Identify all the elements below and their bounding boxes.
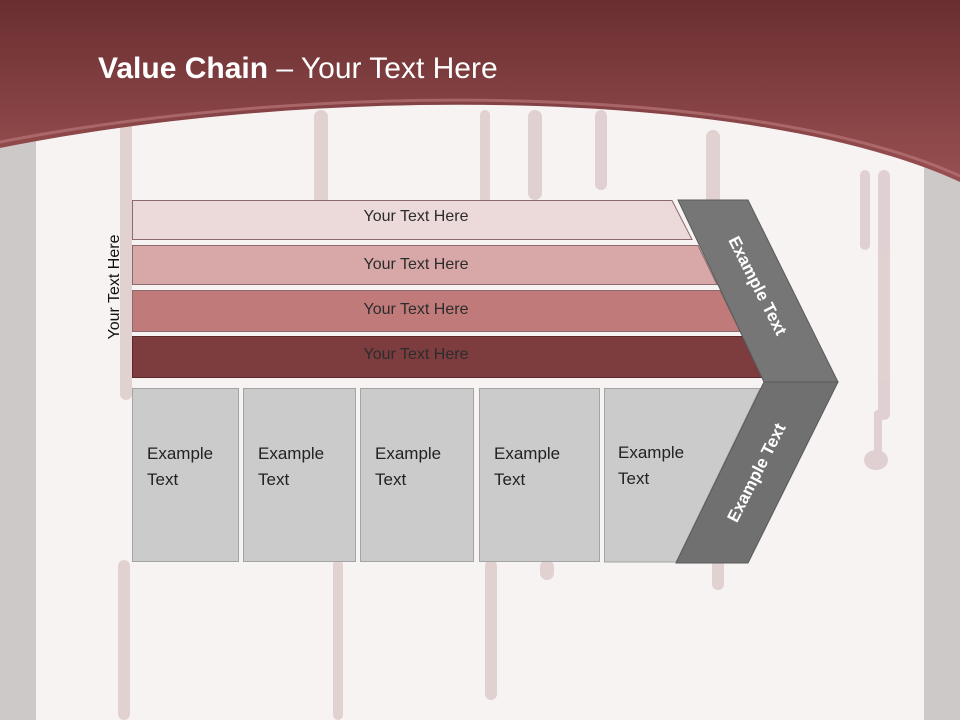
activity-box-4: Example Text	[479, 388, 600, 562]
activity-box-1: Example Text	[132, 388, 239, 562]
row-bar-1	[132, 200, 693, 240]
activity-box-2: Example Text	[243, 388, 356, 562]
activity-box-label-2: Example Text	[258, 444, 325, 489]
title-rest-part: – Your Text Here	[268, 52, 498, 85]
row-label-3: Your Text Here	[363, 301, 469, 318]
header-band	[0, 0, 960, 182]
row-label-4: Your Text Here	[363, 346, 469, 363]
activity-box-3: Example Text	[360, 388, 474, 562]
row-bar-2	[132, 245, 718, 285]
row-label-1: Your Text Here	[363, 208, 469, 225]
title-bold-part: Value Chain	[98, 52, 269, 85]
row-label-2: Your Text Here	[363, 256, 469, 273]
activity-box-label-4: Example Text	[494, 444, 561, 489]
chevron-bottom-arm	[675, 381, 839, 564]
page-title: Value Chain – Your Text Here	[98, 52, 498, 86]
activity-box-label-5: Example Text	[618, 443, 685, 488]
activity-box-label-1: Example Text	[147, 444, 214, 489]
activity-box-label-3: Example Text	[375, 444, 442, 489]
